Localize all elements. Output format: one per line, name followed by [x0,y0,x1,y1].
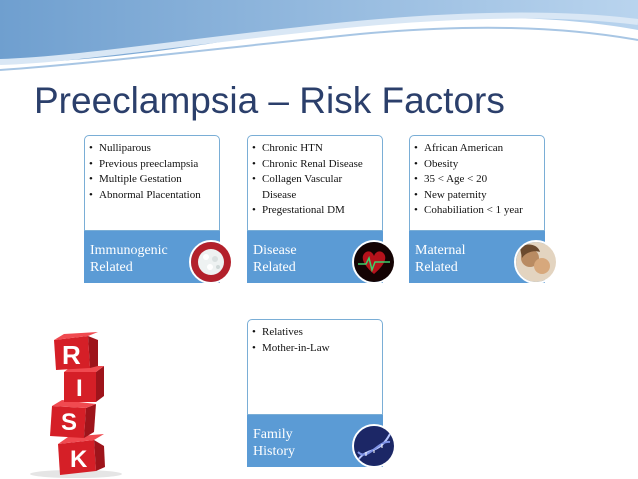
list-item: Cohabiliation < 1 year [414,203,540,219]
list-item: 35 < Age < 20 [414,172,540,188]
card-label-line2: History [253,443,295,459]
dna-icon [352,424,396,468]
card-label: Family History [253,427,343,460]
list-item: Abnormal Placentation [89,188,215,204]
header-swoosh [0,0,638,80]
card-label-band: Disease Related [247,231,396,284]
card-label-band: Family History [247,415,396,468]
card-label-line2: Related [415,259,458,275]
card-label-line1: Family [253,427,293,442]
list-item: Multiple Gestation [89,172,215,188]
card-label-line1: Disease [253,243,297,258]
risk-blocks-icon: K S I R [0,326,150,479]
card-list: Chronic HTN Chronic Renal Disease Collag… [247,135,383,231]
card-label-line2: Related [90,259,133,275]
list-item: Mother-in-Law [252,341,378,357]
card-label: Disease Related [253,243,343,276]
risk-letter-s: S [61,409,77,436]
list-item: African American [414,141,540,157]
card-list: Nulliparous Previous preeclampsia Multip… [84,135,220,231]
heart-icon [352,240,396,284]
card-label-band: Maternal Related [409,231,558,284]
mother-child-icon [514,240,558,284]
list-item: Collagen Vascular Disease [252,172,378,203]
card-label: Maternal Related [415,243,505,276]
list-item: Chronic Renal Disease [252,157,378,173]
card-label-line2: Related [253,259,296,275]
card-list: Relatives Mother-in-Law [247,319,383,415]
card-list: African American Obesity 35 < Age < 20 N… [409,135,545,231]
list-item: Obesity [414,157,540,173]
list-item: Nulliparous [89,141,215,157]
risk-letter-i: I [76,375,83,402]
card-immunogenic: Nulliparous Previous preeclampsia Multip… [84,135,233,284]
card-label-line1: Immunogenic [90,243,168,258]
card-disease: Chronic HTN Chronic Renal Disease Collag… [247,135,396,284]
card-label-band: Immunogenic Related [84,231,233,284]
list-item: Relatives [252,325,378,341]
card-family-history: Relatives Mother-in-Law Family History [247,319,396,468]
card-maternal: African American Obesity 35 < Age < 20 N… [409,135,558,284]
list-item: Chronic HTN [252,141,378,157]
list-item: New paternity [414,188,540,204]
card-label: Immunogenic Related [90,243,180,276]
page-title: Preeclampsia – Risk Factors [34,80,505,121]
list-item: Previous preeclampsia [89,157,215,173]
list-item: Pregestational DM [252,203,378,219]
card-label-line1: Maternal [415,243,466,258]
risk-letter-k: K [70,446,88,473]
white-cell-icon [189,240,233,284]
risk-letter-r: R [62,340,81,370]
